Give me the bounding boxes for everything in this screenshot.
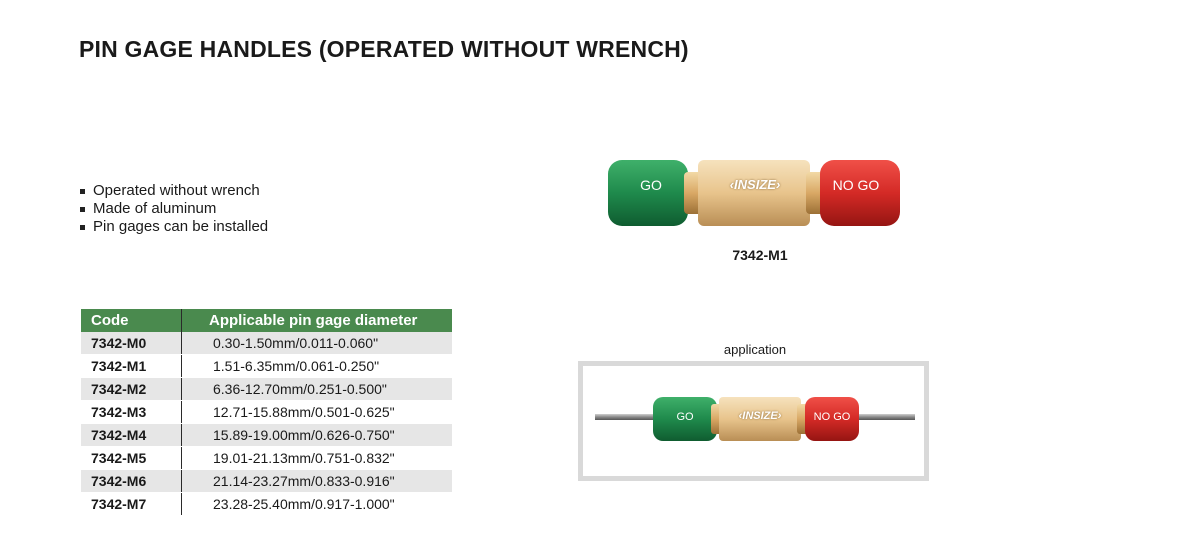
feature-text: Pin gages can be installed <box>93 218 269 235</box>
feature-item: Pin gages can be installed <box>80 218 268 236</box>
diameter-cell: 15.89-19.00mm/0.626-0.750" <box>181 423 452 447</box>
spec-table: Code Applicable pin gage diameter 7342-M… <box>81 309 452 516</box>
logo-arrow-icon: ‹ <box>729 177 735 192</box>
code-cell: 7342-M4 <box>81 423 182 447</box>
code-cell: 7342-M5 <box>81 446 182 470</box>
diameter-cell: 21.14-23.27mm/0.833-0.916" <box>181 469 452 493</box>
feature-item: Operated without wrench <box>80 182 268 200</box>
application-image <box>595 397 915 441</box>
bullet-icon <box>80 224 85 230</box>
feature-text: Operated without wrench <box>93 182 260 199</box>
pin-gage-handle-image <box>608 160 900 226</box>
code-cell: 7342-M6 <box>81 469 182 493</box>
product-nogo-label: NO GO <box>832 177 880 193</box>
app-go-label: GO <box>676 411 694 423</box>
application-caption: application <box>723 342 787 357</box>
bullet-icon <box>80 206 85 212</box>
header-diameter: Applicable pin gage diameter <box>181 309 452 332</box>
diameter-cell: 23.28-25.40mm/0.917-1.000" <box>181 492 452 516</box>
diameter-cell: 12.71-15.88mm/0.501-0.625" <box>181 400 452 424</box>
logo-arrow-icon: › <box>777 410 782 422</box>
header-code: Code <box>81 309 182 332</box>
brand-text: INSIZE <box>742 410 778 422</box>
logo-arrow-icon: ‹ <box>738 410 743 422</box>
logo-arrow-icon: › <box>775 177 781 192</box>
product-brand-logo: ‹INSIZE› <box>712 177 798 192</box>
diameter-cell: 19.01-21.13mm/0.751-0.832" <box>181 446 452 470</box>
app-nogo-label: NO GO <box>813 411 851 423</box>
table-header-row: Code Applicable pin gage diameter <box>81 309 452 332</box>
application-frame: GO ‹INSIZE› NO GO <box>578 361 929 481</box>
page-title: PIN GAGE HANDLES (OPERATED WITHOUT WRENC… <box>79 36 689 62</box>
diameter-cell: 6.36-12.70mm/0.251-0.500" <box>181 377 452 401</box>
code-cell: 7342-M3 <box>81 400 182 424</box>
product-go-label: GO <box>640 177 662 193</box>
brand-text: INSIZE <box>734 177 776 192</box>
code-cell: 7342-M2 <box>81 377 182 401</box>
application-image-area: GO ‹INSIZE› NO GO <box>583 366 924 476</box>
code-cell: 7342-M7 <box>81 492 182 516</box>
bullet-icon <box>80 188 85 194</box>
feature-list: Operated without wrench Made of aluminum… <box>80 182 268 236</box>
diameter-cell: 0.30-1.50mm/0.011-0.060" <box>181 332 452 355</box>
app-brand-logo: ‹INSIZE› <box>723 410 797 422</box>
code-cell: 7342-M1 <box>81 354 182 378</box>
code-cell: 7342-M0 <box>81 332 182 355</box>
product-model-label: 7342-M1 <box>732 247 788 263</box>
diameter-cell: 1.51-6.35mm/0.061-0.250" <box>181 354 452 378</box>
feature-item: Made of aluminum <box>80 200 268 218</box>
feature-text: Made of aluminum <box>93 200 217 217</box>
